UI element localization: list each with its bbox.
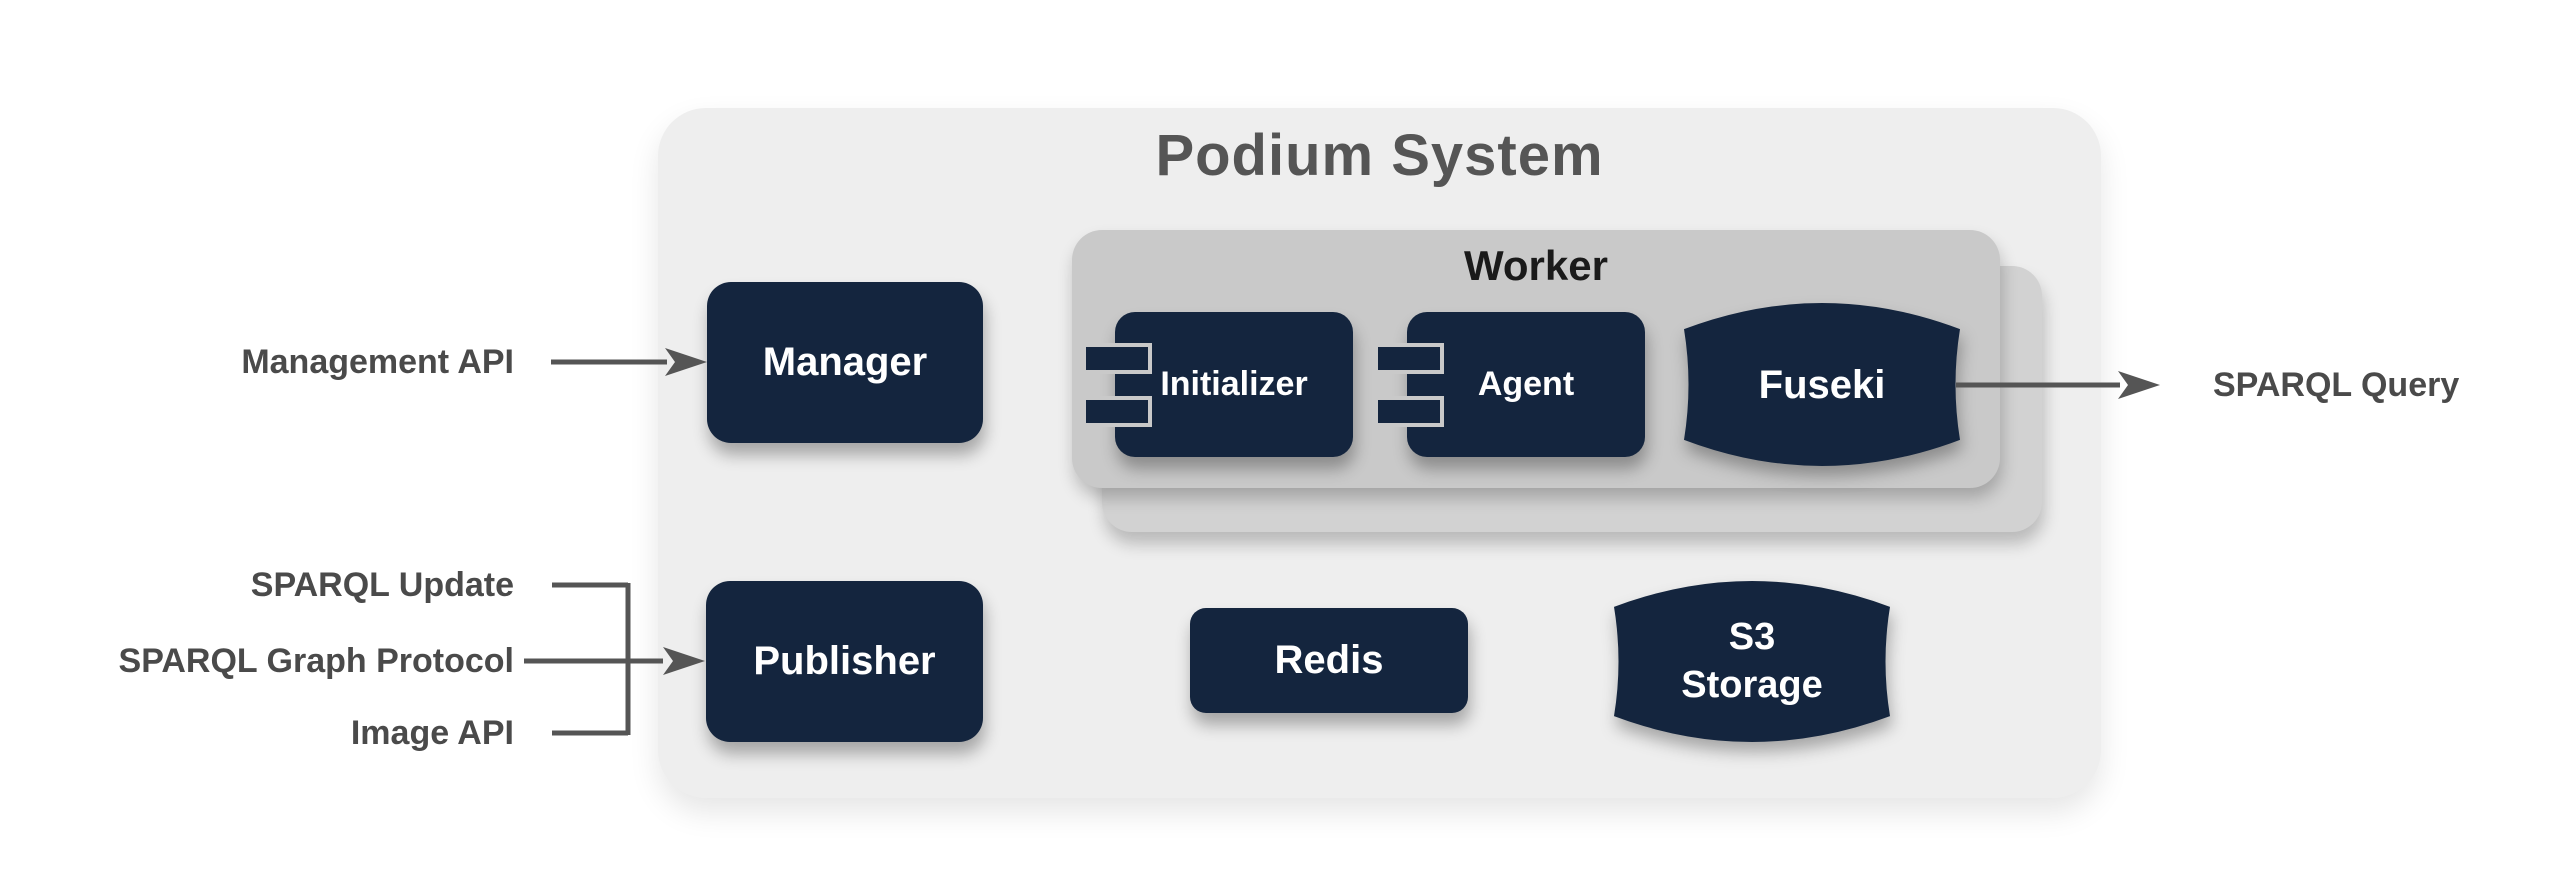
manager-label: Manager [762, 340, 928, 384]
sparql-update-label: SPARQL Update [250, 566, 514, 604]
fuseki-node: Fuseki [1682, 302, 1962, 467]
manager-node: Manager [707, 282, 983, 443]
agent-label: Agent [1477, 365, 1575, 403]
publisher-inputs-arrow [524, 582, 705, 736]
database-cylinder-icon [1614, 580, 1890, 743]
initializer-label: Initializer [1160, 365, 1308, 403]
s3-storage-label: S3 Storage [1681, 616, 1823, 706]
component-tab-icon [1082, 396, 1152, 427]
image-api-label: Image API [350, 714, 514, 752]
component-tab-icon [1374, 396, 1444, 427]
management-api-label: Management API [241, 343, 514, 381]
sparql-query-label: SPARQL Query [2213, 366, 2460, 404]
worker-group-title: Worker [1464, 242, 1608, 289]
component-tab-icon [1082, 343, 1152, 374]
fuseki-label: Fuseki [1758, 362, 1886, 407]
sparql-query-arrow [1956, 371, 2160, 399]
diagram-title: Podium System [1155, 123, 1604, 188]
component-tab-icon [1374, 343, 1444, 374]
database-cylinder-icon [1684, 303, 1960, 466]
s3-storage-node: S3 Storage [1612, 580, 1892, 743]
sparql-graph-protocol-label: SPARQL Graph Protocol [118, 642, 514, 680]
publisher-label: Publisher [753, 639, 936, 683]
publisher-node: Publisher [706, 581, 983, 742]
redis-label: Redis [1274, 638, 1384, 682]
management-api-arrow [551, 348, 707, 376]
redis-node: Redis [1190, 608, 1468, 713]
initializer-node: Initializer [1082, 312, 1353, 457]
agent-node: Agent [1374, 312, 1645, 457]
